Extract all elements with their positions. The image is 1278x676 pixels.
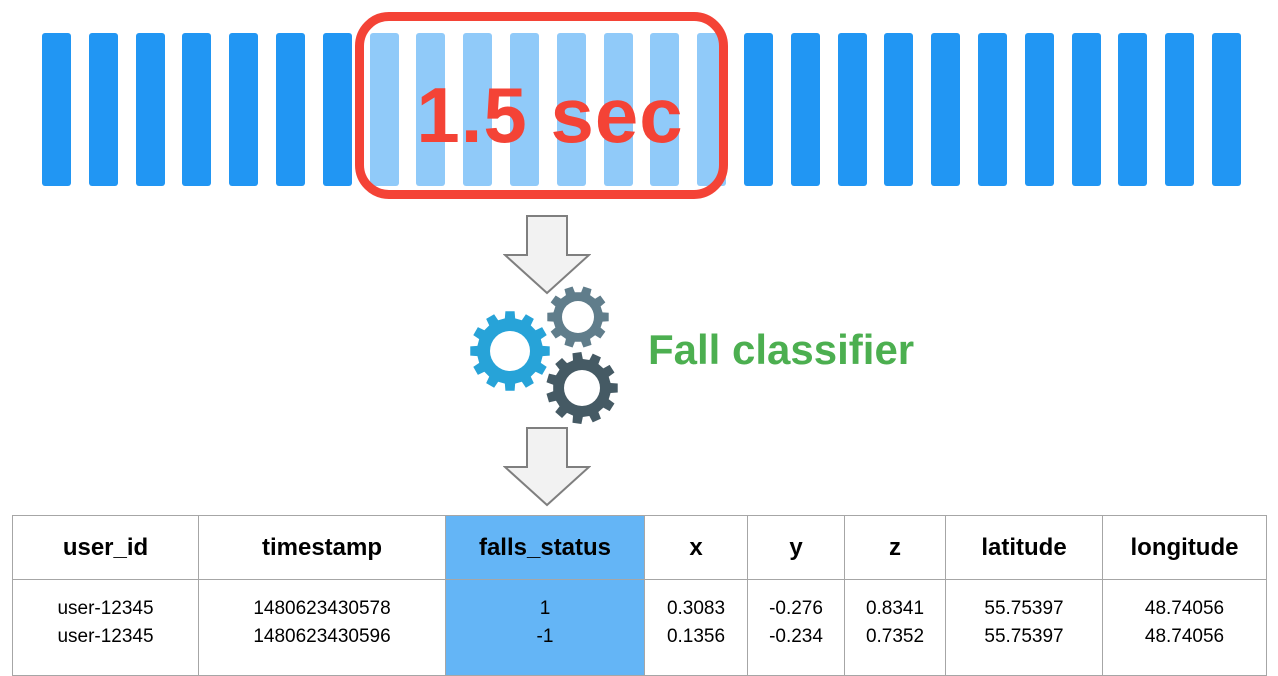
signal-bar-in-window [557,33,586,186]
table-cell: -0.276 [769,598,823,619]
table-cell: user-12345 [57,598,154,619]
col-user-id: user_id [12,515,199,580]
down-arrow-icon [503,215,591,295]
signal-bar [884,33,913,186]
table-cell: user-12345 [57,626,154,647]
down-arrow-icon [503,427,591,507]
signal-bar [276,33,305,186]
signal-bar-in-window [370,33,399,186]
signal-bar [838,33,867,186]
signal-bar-in-window [463,33,492,186]
signal-bar [1118,33,1147,186]
table-cell: 55.75397 [984,626,1064,647]
signal-bar [1025,33,1054,186]
table-row: user-12345 user-12345 1480623430578 1480… [12,579,1267,676]
cell-z: 0.8341 0.7352 [844,579,946,676]
cell-falls-status: 1 -1 [445,579,645,676]
table-cell: 0.1356 [666,626,726,647]
signal-bar [323,33,352,186]
classifier-label: Fall classifier [648,326,915,373]
table-cell: 0.8341 [865,598,925,619]
signal-bar [1165,33,1194,186]
col-x: x [644,515,748,580]
table-header-row: user_id timestamp falls_status x y z lat… [12,515,1267,580]
cell-timestamp: 1480623430578 1480623430596 [198,579,446,676]
cell-latitude: 55.75397 55.75397 [945,579,1103,676]
col-falls-status: falls_status [445,515,645,580]
table-cell: 55.75397 [984,598,1064,619]
signal-bar [1212,33,1241,186]
signal-bar [89,33,118,186]
table-cell: -1 [536,626,554,647]
table-cell: 0.7352 [865,626,925,647]
table-cell: 1480623430596 [253,626,391,647]
col-y: y [747,515,845,580]
signal-bar [42,33,71,186]
cell-y: -0.276 -0.234 [747,579,845,676]
table-cell: 1480623430578 [253,598,391,619]
time-window-label: 1.5 sec [416,71,684,159]
gear-large-icon [470,311,550,391]
signal-bar [978,33,1007,186]
signal-bar [229,33,258,186]
table-cell: 48.74056 [1144,626,1225,647]
signal-bar [1072,33,1101,186]
signal-bar-in-window [604,33,633,186]
signal-bar [744,33,773,186]
signal-bar [136,33,165,186]
signal-bar [931,33,960,186]
signal-bar-in-window [650,33,679,186]
table-cell: -0.234 [769,626,823,647]
gears-icon [470,286,618,424]
col-timestamp: timestamp [198,515,446,580]
col-longitude: longitude [1102,515,1267,580]
time-window-frame [355,12,728,199]
col-latitude: latitude [945,515,1103,580]
signal-bar [182,33,211,186]
table-cell: 48.74056 [1144,598,1225,619]
signal-bar-in-window [416,33,445,186]
cell-user-id: user-12345 user-12345 [12,579,199,676]
gear-bottom-icon [546,352,618,424]
cell-longitude: 48.74056 48.74056 [1102,579,1267,676]
signal-bar-in-window [510,33,539,186]
gear-top-icon [547,286,609,348]
signal-bars [0,0,1278,210]
col-z: z [844,515,946,580]
cell-x: 0.3083 0.1356 [644,579,748,676]
table-cell: 0.3083 [666,598,726,619]
output-table: user_id timestamp falls_status x y z lat… [12,515,1267,676]
table-cell: 1 [539,598,551,619]
signal-bar [791,33,820,186]
